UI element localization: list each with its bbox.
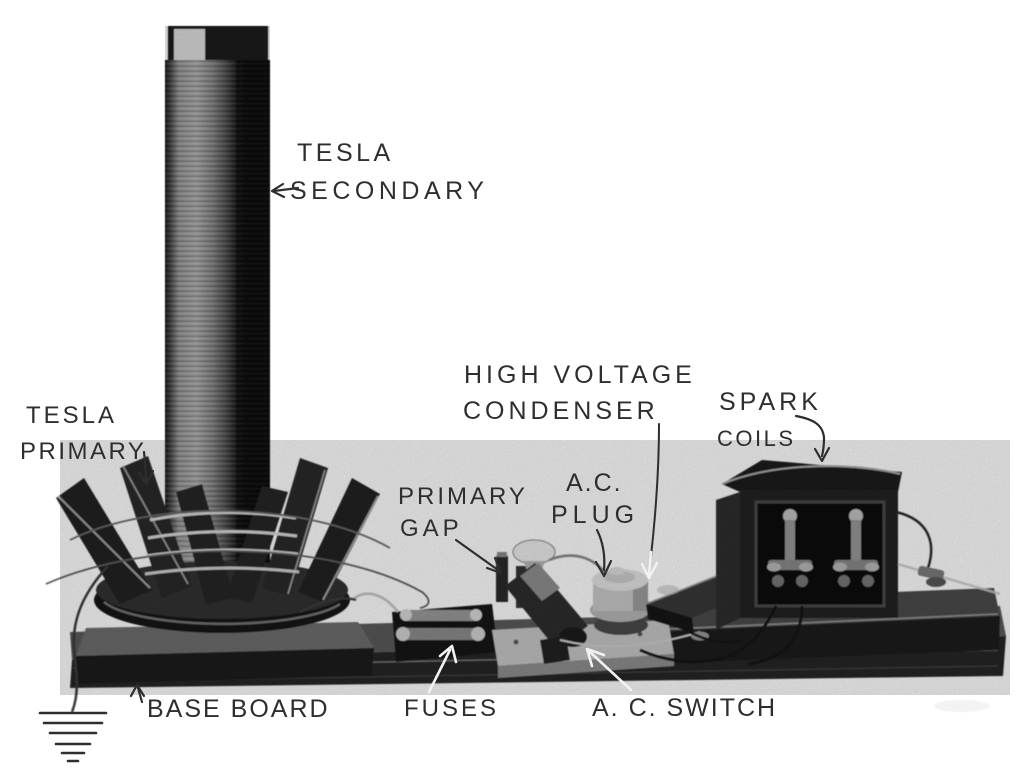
ground-symbol-icon [38,711,108,763]
spark-coils-label: SPARK COILS [717,388,831,463]
label-spark-coils-line2: COILS [717,426,796,451]
white-diagonal-arrow-icon [585,647,633,692]
tesla-secondary-label: TESLA SECONDARY [270,139,488,205]
primary-gap-label: PRIMARY GAP [398,483,528,575]
bent-arrow-icon [794,414,831,463]
label-ac-switch: A. C. SWITCH [592,694,777,722]
annotations: TESLA SECONDARY TESLA PRIMARY HIGH VOLTA… [20,139,831,763]
label-tesla-primary-line2: PRIMARY [20,438,146,465]
down-arrow-icon [137,450,155,486]
photo-grain [60,26,1010,695]
up-arrow-icon [129,683,146,704]
curved-arrow-icon [594,528,613,578]
white-up-arrow-icon [427,644,458,694]
label-primary-gap-line2: GAP [400,515,463,542]
base-board-label: BASE BOARD [129,683,330,723]
label-ac-plug-line1: A.C. [566,469,623,497]
fuses-label: FUSES [404,644,499,722]
label-tesla-secondary-line1: TESLA [297,139,394,167]
label-condenser-line1: HIGH VOLTAGE [464,361,696,389]
left-arrow-icon [270,182,300,199]
ac-plug-label: A.C. PLUG [551,469,639,578]
label-tesla-secondary-line2: SECONDARY [290,177,488,205]
condenser-pointer-line [640,423,660,580]
label-base-board: BASE BOARD [147,695,330,723]
label-condenser-line2: CONDENSER [463,397,659,425]
ac-switch-label: A. C. SWITCH [585,647,777,722]
label-tesla-primary-line1: TESLA [26,402,117,429]
label-primary-gap-line1: PRIMARY [398,483,528,510]
label-fuses: FUSES [404,695,499,722]
diagonal-arrow-icon [454,538,503,575]
high-voltage-condenser-label: HIGH VOLTAGE CONDENSER [463,361,696,580]
label-ac-plug-line2: PLUG [551,501,639,529]
tesla-primary-label: TESLA PRIMARY [20,402,155,486]
label-spark-coils-line1: SPARK [719,388,822,416]
